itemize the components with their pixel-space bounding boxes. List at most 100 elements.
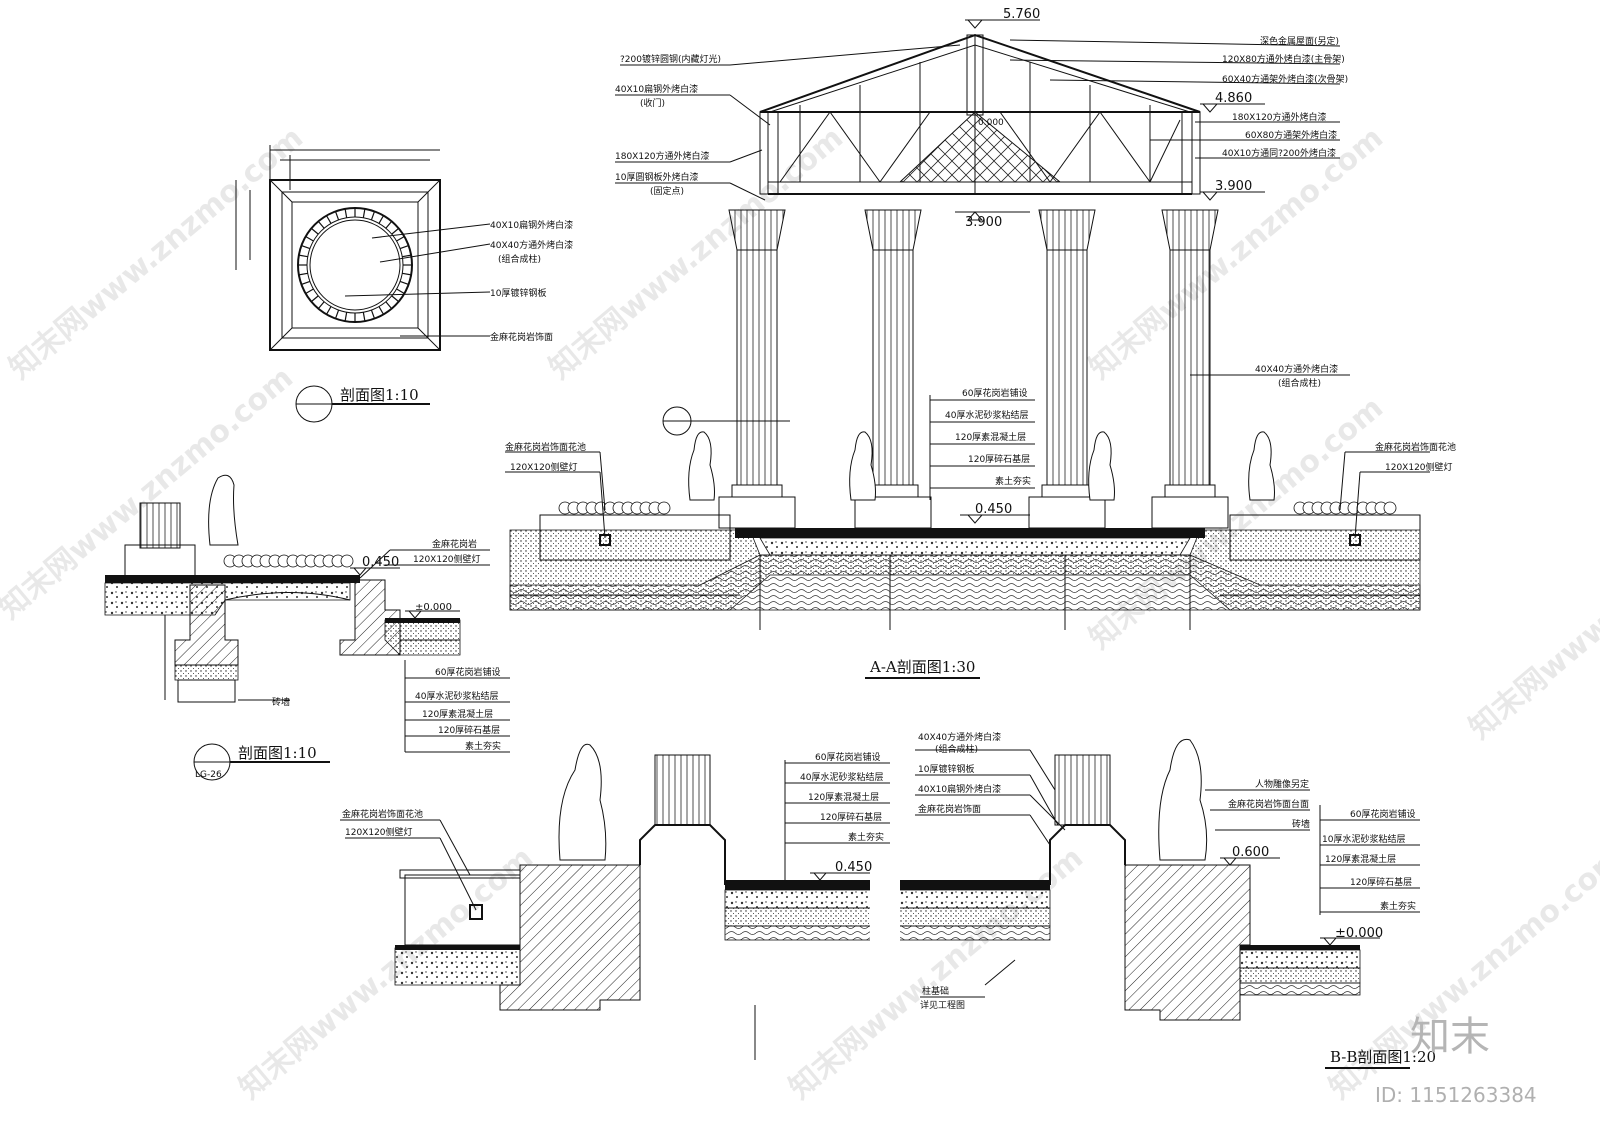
statues	[688, 431, 1275, 501]
ring-segment	[399, 244, 409, 250]
a-a-section: 5.760 4.860 3.900 3.900 0.450 0.000 ?200…	[505, 7, 1456, 679]
section-tag: LG-26	[195, 770, 222, 780]
ring-segment	[399, 280, 409, 286]
outer-square	[269, 179, 441, 351]
layer-label: 120厚素混凝土层	[955, 431, 1026, 443]
b-elev-floor: 0.450	[835, 860, 872, 875]
truss-member	[779, 111, 831, 183]
plan-label: 金麻花岗岩饰面	[490, 331, 553, 343]
ring-segment	[344, 208, 348, 218]
roof-label: 10厚圆钢板外烤白漆	[615, 171, 698, 183]
statue-outline	[208, 474, 239, 546]
column-label: 10厚镀锌钢板	[918, 763, 974, 775]
layer-label: 60厚花岗岩铺设	[1350, 808, 1415, 820]
ring-segment	[396, 288, 405, 295]
watermark-text: 知末网www.znzmo.com	[1463, 480, 1600, 746]
ring-segment	[317, 301, 325, 310]
ring-segment	[334, 211, 340, 221]
shrubs	[223, 554, 354, 568]
layer-label: 40厚水泥砂浆粘结层	[800, 771, 883, 783]
b-section-title: B-B剖面图1:20	[1330, 1048, 1436, 1066]
elev-inner: 0.000	[978, 118, 1004, 128]
column-plan-section: 40X10扁钢外烤白漆 40X40方通外烤白漆 (组合成柱) 10厚镀锌钢板 金…	[235, 145, 573, 423]
plan-label: 10厚镀锌钢板	[490, 287, 546, 299]
ring-segment	[362, 312, 366, 322]
b-b-section: 0.450 0.600 ±0.000 金麻花岗岩饰面花池 120X120侧壁灯 …	[340, 731, 1436, 1069]
statue-outline	[1248, 431, 1275, 501]
column-label: 40X40方通外烤白漆	[918, 731, 1001, 743]
plan-section-title: 剖面图1:10	[340, 386, 419, 404]
colonnade	[718, 209, 1229, 529]
ring-segment	[391, 295, 400, 303]
b-label: 金麻花岗岩饰面花池	[342, 808, 423, 820]
layer-label: 120厚碎石基层	[968, 453, 1030, 465]
ring-segment	[385, 220, 393, 229]
elev-eave: 4.860	[1215, 91, 1252, 106]
ring-segment	[370, 309, 376, 319]
plan-label: (组合成柱)	[498, 253, 541, 265]
planter-label: 120X120侧壁灯	[1385, 461, 1453, 473]
shrubs	[558, 501, 1397, 515]
ring-segment	[402, 254, 412, 258]
layer-label: 60厚花岗岩铺设	[815, 751, 880, 763]
truss-member	[829, 111, 881, 183]
wall-light-icon	[469, 904, 483, 920]
column-ring	[297, 207, 413, 323]
roof-label: (固定点)	[650, 185, 684, 197]
b-label: 120X120侧壁灯	[345, 826, 413, 838]
watermark-text: 知末网www.znzmo.com	[1083, 120, 1390, 386]
layer-label: 120厚碎石基层	[820, 811, 882, 823]
layer-label: 60厚花岗岩铺设	[435, 666, 500, 678]
planter-labels: 金麻花岗岩饰面花池 120X120侧壁灯 金麻花岗岩饰面花池 120X120侧壁…	[505, 441, 1456, 539]
roof-label: ?200镀锌圆钢(内藏灯光)	[620, 53, 721, 65]
column	[1151, 209, 1229, 529]
ring-segment	[298, 272, 308, 276]
foundation-label: 详见工程图	[920, 999, 965, 1011]
roof-label: 40X10方通同?200外烤白漆	[1222, 147, 1336, 159]
ring-segment	[325, 306, 332, 315]
column	[1028, 209, 1106, 529]
column-label: (组合成柱)	[935, 743, 978, 755]
document-id: ID: 1151263384	[1375, 1083, 1537, 1107]
ring-segment	[310, 295, 319, 303]
statue-outline	[849, 431, 876, 501]
planter-right	[1229, 514, 1421, 561]
b-elev-ground: ±0.000	[1335, 926, 1383, 941]
b-label: 金麻花岗岩饰面台面	[1228, 798, 1309, 810]
ring-segment	[305, 235, 314, 242]
roof-label: 180X120方通外烤白漆	[615, 150, 710, 162]
elev-top-right: 3.900	[1215, 179, 1252, 194]
small-label: 120X120侧壁灯	[413, 553, 481, 565]
ring-segment	[310, 227, 319, 235]
a-layer-labels: 60厚花岗岩铺设 40厚水泥砂浆粘结层 120厚素混凝土层 120厚碎石基层 素…	[929, 387, 1035, 500]
statue-outline	[558, 743, 607, 861]
ring-segment	[305, 288, 314, 295]
small-elev-ground: ±0.000	[415, 602, 452, 613]
ring-segment	[344, 312, 348, 322]
elev-floor: 0.450	[975, 502, 1012, 517]
column	[854, 209, 932, 529]
layer-label: 素土夯实	[995, 475, 1031, 487]
ring-segment	[317, 220, 325, 229]
elev-beam: 3.900	[965, 215, 1002, 230]
ring-segment	[362, 208, 366, 218]
watermark-text: 知末网www.znzmo.com	[1083, 390, 1390, 656]
roof-label: 深色金属屋面(另定)	[1260, 35, 1339, 47]
roof-label: 180X120方通外烤白漆	[1232, 111, 1327, 123]
roof-label: (收门)	[640, 97, 665, 109]
foundation-label: 柱基础	[922, 985, 949, 997]
layer-label: 素土夯实	[848, 831, 884, 843]
layer-label: 120厚素混凝土层	[808, 791, 879, 803]
planter-label: 金麻花岗岩饰面花池	[1375, 441, 1456, 453]
roof-right-labels: 深色金属屋面(另定) 120X80方通外烤白漆(主骨架) 60X40方通架外烤白…	[1009, 35, 1350, 389]
column-label: 40X10扁钢外烤白漆	[918, 783, 1001, 795]
ring-segment	[298, 254, 308, 258]
layer-label: 10厚水泥砂浆粘结层	[1322, 833, 1405, 845]
planter-label: 120X120侧壁灯	[510, 461, 578, 473]
ring-segments	[298, 208, 412, 322]
ring-segment	[378, 306, 385, 315]
roof-label: 120X80方通外烤白漆(主骨架)	[1222, 53, 1345, 65]
ring-segment	[370, 211, 376, 221]
truss-members	[779, 62, 1181, 183]
truss-member	[879, 111, 931, 183]
